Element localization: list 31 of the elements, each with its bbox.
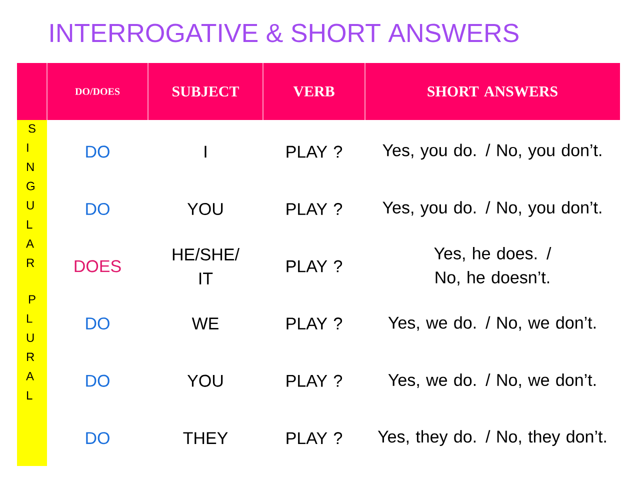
subject-word: HE/SHE/ IT bbox=[172, 248, 240, 284]
verb-word: PLAY ? bbox=[286, 203, 342, 215]
short-answer: Yes, you do. / No, you don’t. bbox=[382, 144, 602, 160]
short-answer: Yes, we do. / No, we don’t. bbox=[388, 374, 596, 388]
auxiliary-word: DO bbox=[86, 317, 110, 330]
subject-word: YOU bbox=[187, 374, 223, 387]
title: INTERROGATIVE & SHORT ANSWERS bbox=[50, 24, 518, 42]
column-header: DO/DOES bbox=[75, 88, 120, 95]
vertical-word: PLURAL bbox=[26, 295, 36, 400]
verb-word: PLAY ? bbox=[286, 432, 342, 444]
auxiliary-word: DO bbox=[86, 202, 110, 216]
auxiliary-word: DOES bbox=[74, 260, 121, 272]
subject-word: THEY bbox=[183, 432, 228, 444]
short-answer: Yes, he does. / No, he doesn’t. bbox=[434, 246, 552, 286]
auxiliary-word: DO bbox=[86, 374, 110, 387]
column-header: SUBJECT bbox=[172, 86, 240, 97]
subject-word: WE bbox=[192, 318, 218, 330]
column-header: VERB bbox=[293, 86, 334, 97]
verb-word: PLAY ? bbox=[286, 146, 342, 158]
vertical-word: SINGULAR bbox=[26, 124, 36, 267]
column-header: SHORT ANSWERS bbox=[428, 86, 558, 97]
verb-word: PLAY ? bbox=[286, 374, 342, 387]
short-answer: Yes, you do. / No, you don’t. bbox=[382, 201, 602, 217]
verb-word: PLAY ? bbox=[286, 260, 342, 272]
short-answer: Yes, they do. / No, they don’t. bbox=[378, 430, 606, 446]
short-answer: Yes, we do. / No, we don’t. bbox=[388, 316, 596, 331]
auxiliary-word: DO bbox=[86, 432, 110, 444]
subject-word: YOU bbox=[187, 202, 223, 216]
auxiliary-word: DO bbox=[86, 146, 110, 158]
verb-word: PLAY ? bbox=[286, 318, 342, 330]
subject-word: I bbox=[204, 146, 206, 158]
